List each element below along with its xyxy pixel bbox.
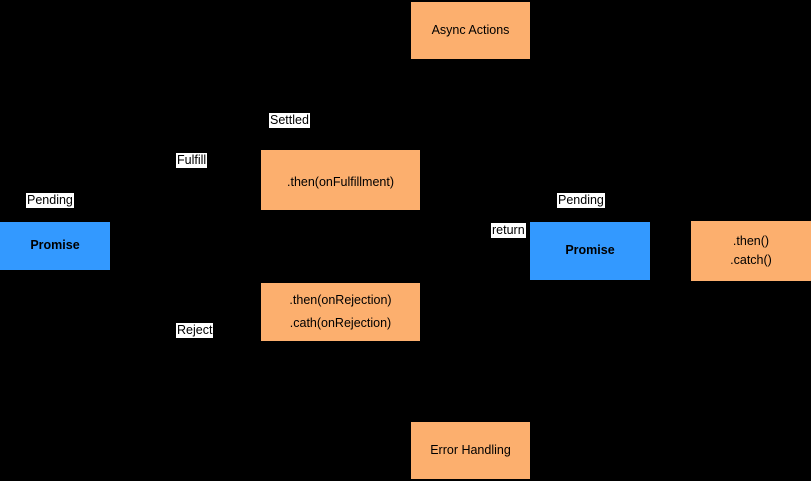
node-error-handling[interactable]: Error Handling — [411, 422, 530, 479]
node-async-actions-label: Async Actions — [431, 22, 510, 37]
node-promise-right-label: Promise — [565, 243, 615, 258]
node-then-catch-on-rejection-label: .then(onRejection) .cath(onRejection) — [289, 293, 392, 330]
node-promise-left[interactable]: Promise — [0, 222, 110, 270]
edge-label-pending-left: Pending — [26, 193, 74, 208]
node-then-on-fulfillment[interactable]: .then(onFulfillment) — [261, 150, 420, 210]
node-promise-right[interactable]: Promise — [530, 222, 650, 280]
edge-label-pending-right: Pending — [557, 193, 605, 208]
edge-label-fulfill: Fulfill — [176, 153, 208, 168]
node-promise-left-label: Promise — [30, 238, 80, 253]
edge-label-settled: Settled — [269, 113, 310, 128]
node-async-actions[interactable]: Async Actions — [411, 2, 530, 59]
edge-label-return: return — [491, 223, 526, 238]
node-then-on-fulfillment-label: .then(onFulfillment) — [287, 175, 394, 190]
node-then-catch-on-rejection[interactable]: .then(onRejection) .cath(onRejection) — [261, 283, 420, 341]
edge-label-reject: Reject — [176, 323, 214, 338]
node-error-handling-label: Error Handling — [430, 442, 511, 457]
node-then-catch-label: .then() .catch() — [730, 234, 772, 267]
node-then-catch[interactable]: .then() .catch() — [691, 221, 811, 281]
